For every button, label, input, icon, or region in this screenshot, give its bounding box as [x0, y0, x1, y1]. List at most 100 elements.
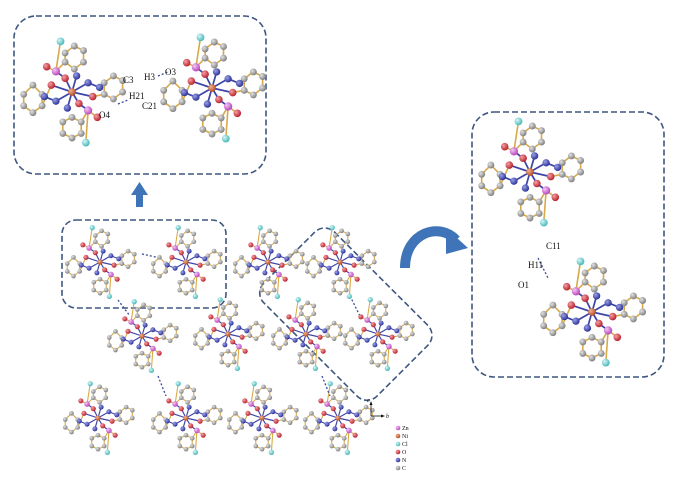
atom-n [63, 104, 72, 112]
atom-c [261, 400, 266, 405]
atom-o [61, 74, 69, 82]
atom-o [340, 423, 346, 429]
atom-c [535, 198, 543, 206]
atom-c [265, 443, 271, 449]
atom-cl [274, 293, 281, 299]
atom-c [227, 316, 232, 321]
atom-c [309, 429, 314, 435]
hydrogen-bond [157, 71, 169, 77]
atom-c [178, 239, 184, 245]
atom-n [194, 409, 200, 415]
atom-o [166, 398, 172, 404]
atom-o [392, 348, 398, 354]
atom-c [68, 113, 76, 121]
atom-o [188, 423, 194, 429]
atom-n [284, 334, 290, 340]
atom-n [202, 412, 208, 418]
atom-c [89, 435, 95, 441]
atom-c [297, 359, 303, 365]
atom-c [217, 407, 223, 413]
atom-zn [386, 343, 392, 350]
atom-c [331, 320, 337, 326]
atom-n [86, 265, 92, 271]
atom-zn [172, 245, 178, 251]
atom-c [267, 228, 272, 234]
atom-c [199, 345, 204, 351]
atom-o [125, 328, 131, 334]
atom-c [62, 425, 68, 430]
atom-c [199, 326, 204, 332]
atom-n [240, 418, 246, 424]
atom-zn [83, 106, 93, 115]
atom-c [253, 336, 259, 342]
atom-cl [576, 257, 585, 266]
atom-cl [106, 293, 113, 299]
atom-c [253, 443, 259, 449]
atom-o [354, 276, 360, 282]
atom-c [77, 118, 85, 126]
atom-c [133, 353, 139, 359]
atom-c [119, 261, 125, 266]
atom-c [90, 389, 96, 394]
atom-c [92, 239, 98, 245]
hydrogen-bond [157, 375, 167, 397]
legend-swatch-ni [395, 433, 401, 439]
atom-c [69, 410, 74, 416]
atom-c [59, 129, 67, 137]
atom-o [111, 262, 117, 268]
atom-cl [514, 117, 523, 126]
atom-n [334, 270, 340, 276]
atom-n [278, 412, 284, 418]
atom-n [510, 177, 518, 185]
atom-zn [603, 326, 613, 335]
atom-c [265, 290, 271, 296]
hydrogen-bond [349, 295, 361, 317]
atom-c [95, 446, 101, 452]
bond [86, 383, 91, 405]
atom-c [80, 58, 87, 66]
atom-cl [175, 225, 181, 231]
atom-o [109, 418, 115, 424]
atom-ni [97, 259, 103, 265]
atom-c [232, 269, 238, 274]
atom-c [409, 331, 415, 337]
atom-c [157, 410, 162, 416]
atom-c [231, 351, 237, 357]
atom-c [287, 404, 293, 410]
atom-o [178, 250, 184, 256]
atom-o [352, 432, 358, 438]
atom-o [200, 432, 206, 438]
atom-c [91, 287, 97, 293]
atom-c [273, 231, 279, 237]
atom-c [109, 95, 117, 103]
legend-swatch-n [395, 457, 401, 463]
atom-c [211, 248, 217, 254]
atom-c [129, 407, 135, 413]
atom-n [615, 303, 624, 312]
atom-c [297, 351, 303, 357]
bond [55, 40, 62, 73]
atom-o [351, 262, 357, 268]
atom-zn [541, 186, 551, 195]
atom-o [169, 254, 175, 260]
atom-n [394, 328, 400, 334]
atom-c [259, 279, 265, 285]
atom-zn [223, 102, 233, 111]
atom-c [277, 345, 282, 351]
atom-o [613, 333, 622, 342]
atom-cl [192, 293, 199, 299]
bond [224, 105, 229, 140]
atom-c [185, 228, 190, 234]
atom-o [80, 242, 86, 248]
atom-c [99, 228, 104, 234]
atom-c [105, 239, 111, 245]
atom-c [245, 269, 251, 274]
atom-n [72, 72, 81, 80]
atom-cl [234, 365, 241, 371]
atom-n [592, 292, 601, 300]
atom-n [248, 421, 254, 427]
atom-c [183, 432, 189, 438]
atom-c [265, 435, 271, 441]
atom-o [551, 193, 560, 202]
atom-c [191, 395, 197, 401]
